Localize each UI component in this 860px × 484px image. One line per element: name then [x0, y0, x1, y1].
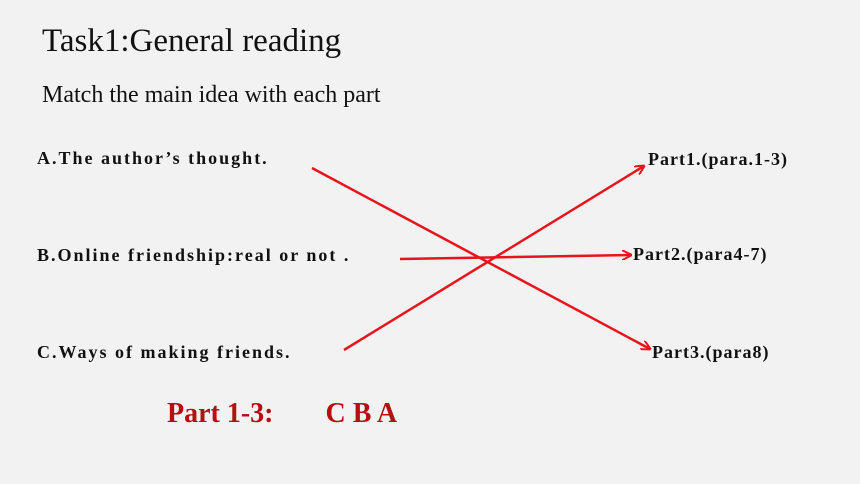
slide-title: Task1:General reading	[42, 23, 342, 59]
answer-line: Part 1-3: C B A	[167, 396, 397, 432]
main-idea-a: A.The author’s thought.	[37, 148, 269, 168]
slide-instruction: Match the main idea with each part	[42, 82, 381, 108]
answer-label: Part 1-3:	[167, 398, 274, 429]
arrow-b-to-part2	[399, 255, 631, 261]
part-3-label: Part3.(para8)	[652, 342, 770, 362]
arrow-a-to-part3	[311, 166, 650, 349]
arrow-c-to-part1	[343, 166, 644, 352]
main-idea-b: B.Online friendship:real or not .	[37, 245, 351, 265]
answer-value: C B A	[325, 398, 398, 429]
part-2-label: Part2.(para4-7)	[633, 244, 768, 264]
main-idea-c: C.Ways of making friends.	[37, 342, 292, 362]
part-1-label: Part1.(para.1-3)	[648, 149, 788, 169]
